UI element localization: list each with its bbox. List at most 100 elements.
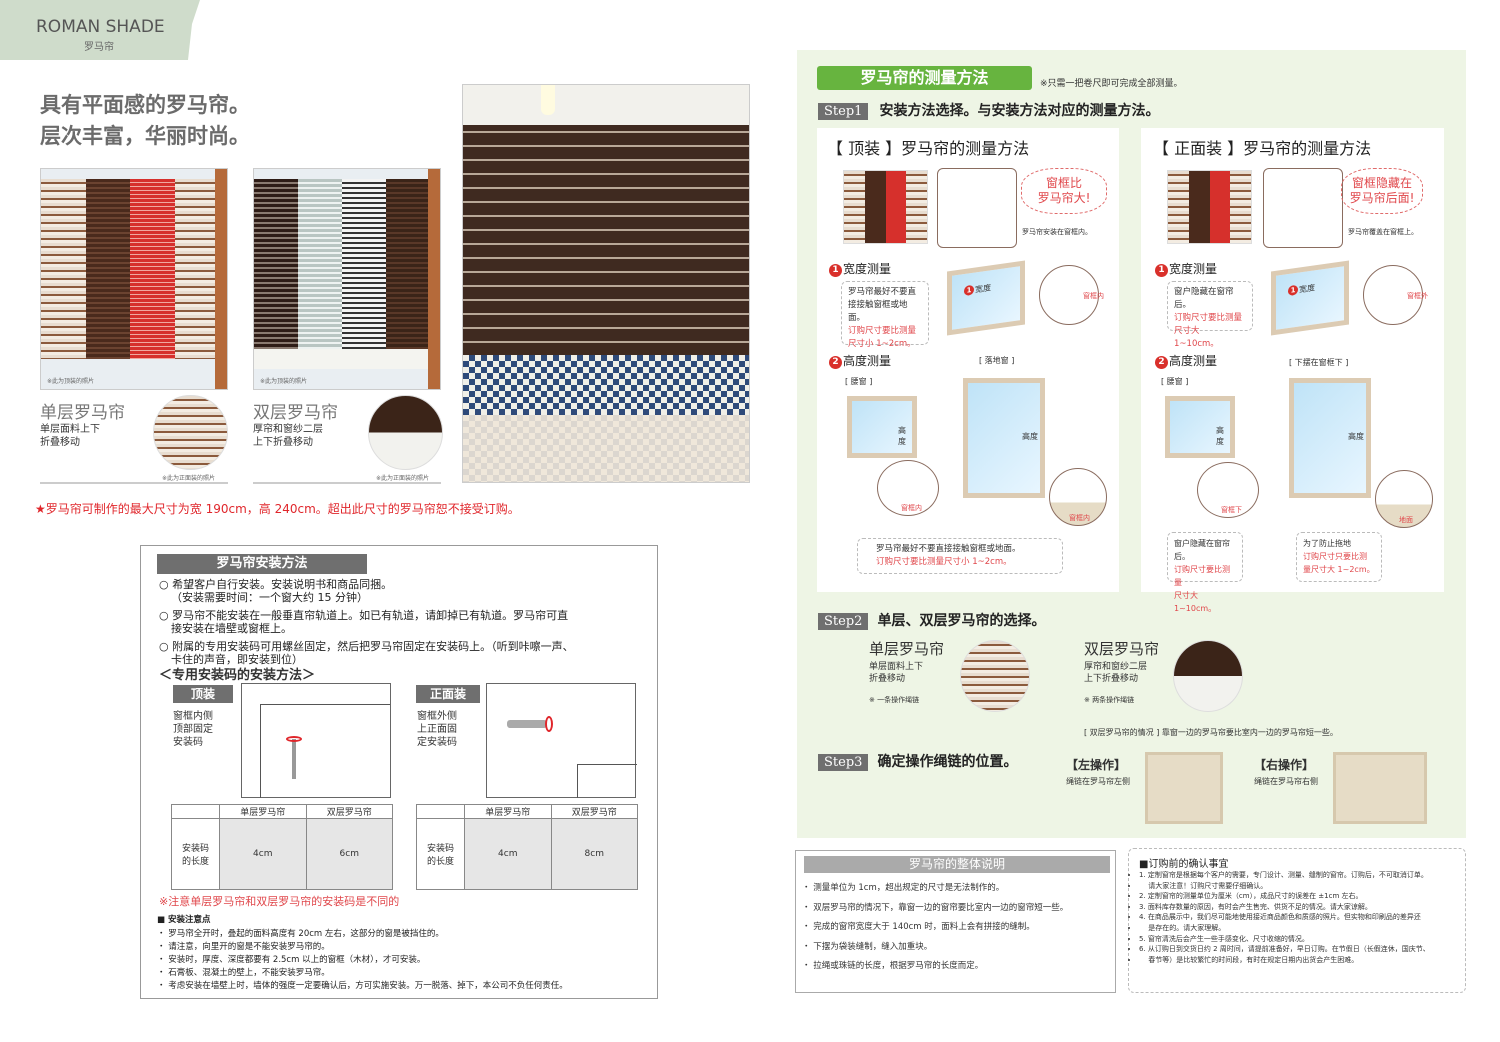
front-mount-table: 单层罗马帘双层罗马帘 安装码的长度 4cm 8cm [416, 804, 638, 890]
photo-note: ※此为顶装的照片 [47, 378, 95, 385]
step2-label: Step2 [818, 613, 869, 630]
number-2-icon: 2 [1155, 356, 1168, 369]
measure-title: 罗马帘的测量方法 [817, 66, 1032, 90]
window-type: [ 落地窗 ] [979, 356, 1015, 365]
number-1-icon: 1 [1155, 264, 1168, 277]
window-type: [ 下摆在窗框下 ] [1289, 358, 1349, 367]
headline-line: 层次丰富，华丽时尚。 [40, 124, 250, 148]
option-title: 单层罗马帘 [869, 640, 945, 658]
col-header: 双层罗马帘 [550, 804, 638, 819]
caution-item: ・ 石膏板、混凝土的壁上，不能安装罗马帘。 [157, 968, 330, 978]
zoom-label: 地面 [1399, 516, 1413, 524]
bracket-title: ＜专用安装码的安装方法＞ [159, 668, 316, 683]
caution-list: ・ 罗马帘全开时，叠起的面料高度有 20cm 左右，这部分的窗是被挡住的。 ・ … [157, 928, 568, 993]
measure-note: ※只需一把卷尺即可完成全部测量。 [1040, 79, 1183, 89]
max-size-note: ★罗马帘可制作的最大尺寸为宽 190cm，高 240cm。超出此尺寸的罗马帘恕不… [35, 502, 520, 516]
note-text: 为了防止拖地 [1303, 539, 1351, 548]
double-closeup [1173, 640, 1243, 712]
speech-bubble: 窗框比罗马帘大! [1021, 168, 1107, 214]
method-desc: 上正面固 [417, 724, 457, 735]
right-operation: 【右操作】 绳链在罗马帘右侧 [1254, 756, 1318, 787]
install-point: 接安装在墙壁或窗框上。 [171, 622, 292, 635]
bubble-text: 罗马帘后面! [1349, 191, 1415, 205]
note-red: 订购尺寸要比测量 [1174, 313, 1243, 323]
note-red: 订购尺寸要比测量 [1174, 565, 1230, 587]
overview-item: ・ 拉绳或珠链的长度，根据罗马帘的长度而定。 [802, 961, 984, 971]
number-1-icon: 1 [829, 264, 842, 277]
confirm-section: ■订购前的确认事宜 1. 定制窗帘是根据每个客户的需要，专门设计、测量、缝制的窗… [1128, 848, 1466, 993]
zoom-circle [1363, 265, 1423, 325]
bubble-text: 窗框比 [1045, 176, 1082, 190]
bracket-length: 6cm [339, 849, 359, 859]
install-point: ○ 罗马帘不能安装在一般垂直帘轨道上。如已有轨道，请卸掉已有轨道。罗马帘可直 [159, 609, 569, 622]
brand-en: ROMAN SHADE [36, 17, 165, 37]
headline: 具有平面感的罗马帘。 层次丰富，华丽时尚。 [40, 90, 250, 152]
confirm-item: 2. 定制窗帘的测量单位为厘米（cm），成品尺寸的误差在 ±1cm 左右。 [1139, 891, 1430, 902]
confirm-item: 5. 窗帘清洗后会产生一些手感变化、尺寸收缩的情况。 [1139, 934, 1430, 945]
option-desc: 折叠移动 [869, 674, 906, 684]
headline-line: 具有平面感的罗马帘。 [40, 93, 250, 117]
product-desc: 厚帘和窗纱二层 [253, 424, 323, 435]
section-title: 宽度测量 [843, 262, 892, 276]
person-illustration [1263, 168, 1343, 248]
bracket-length: 4cm [498, 849, 518, 859]
install-point: 卡住的声音，即安装到位） [171, 653, 303, 666]
zoom-label: 窗框内 [1083, 292, 1104, 300]
step1-text: 安装方法选择。与安装方法对应的测量方法。 [879, 103, 1160, 119]
confirm-title: ■订购前的确认事宜 [1139, 859, 1229, 870]
note-text: 窗户隐藏在窗帘后。 [1174, 287, 1234, 310]
overview-item: ・ 测量单位为 1cm，超出规定的尺寸是无法制作的。 [802, 883, 1005, 893]
height-label: 高度 [1022, 432, 1038, 441]
right-operation-shade [1333, 752, 1427, 824]
width-label: 宽度 [1299, 283, 1315, 295]
confirm-item: 春节等）是比较繁忙的时间段，有时在规定日期内出货会产生困难。 [1139, 955, 1430, 966]
top-mount-diagram [241, 683, 391, 798]
note-red: 尺寸小 1~2cm。 [848, 339, 916, 349]
install-point: （安装需要时间：一个窗大约 15 分钟） [171, 591, 368, 604]
height-label: 高度 [898, 426, 906, 446]
person-illustration [937, 168, 1017, 248]
height-label: 高度 [1216, 426, 1224, 446]
note-text: 窗户隐藏在窗帘后。 [1174, 539, 1230, 561]
method-desc: 安装码 [173, 737, 203, 748]
confirm-item: 3. 面料库存数量的原因，有时会产生售完、供货不足的情况。请大家谅解。 [1139, 902, 1430, 913]
install-title: 罗马帘安装方法 [157, 554, 367, 574]
method-tab-front: 正面装 [416, 685, 480, 703]
confirm-item: 1. 定制窗帘是根据每个客户的需要，专门设计、测量、缝制的窗帘。订购后，不可取消… [1139, 870, 1430, 881]
single-shade-photo: ※此为顶装的照片 [40, 168, 228, 390]
zoom-label: 窗框下 [1221, 506, 1242, 514]
section-title: 高度测量 [1169, 354, 1218, 368]
caution-item: ・ 安装时，厚度、深度都要有 2.5cm 以上的窗框（木材），才可安装。 [157, 955, 426, 965]
zoom-circle [1197, 462, 1259, 518]
zoom-circle [877, 460, 939, 516]
row-header: 的长度 [426, 857, 454, 867]
floor-window-illustration: 高度 [1289, 378, 1371, 498]
waist-window-illustration: 高度 [1165, 396, 1235, 458]
step2-text: 单层、双层罗马帘的选择。 [877, 613, 1046, 629]
note-red: 量尺寸大 1~2cm。 [1303, 565, 1375, 574]
step2-double: 双层罗马帘 厚帘和窗纱二层 上下折叠移动 ※ 两条操作绳链 [1084, 638, 1159, 705]
step3-text: 确定操作绳链的位置。 [877, 754, 1018, 770]
note-text: 接接触窗框或地面。 [848, 300, 908, 323]
option-desc: 上下折叠移动 [1084, 674, 1139, 684]
overview-title: 罗马帘的整体说明 [804, 856, 1110, 873]
zoom-label: 窗框内 [901, 504, 922, 512]
overview-item: ・ 下摆为袋装缝制，缝入加重块。 [802, 941, 933, 952]
speech-bubble: 窗框隐藏在罗马帘后面! [1341, 168, 1423, 214]
option-desc: 厚帘和窗纱二层 [1084, 662, 1148, 672]
bubble-text: 窗框隐藏在 [1351, 176, 1412, 190]
height-label: 高度 [1348, 432, 1364, 441]
confirm-item: 6. 从订购日到交货日约 2 周时间，请提前准备好，早日订购。在节假日（长假连休… [1139, 944, 1430, 955]
waist-window-illustration: 高度 [847, 396, 917, 458]
front-mount-diagram [486, 683, 637, 798]
left-operation: 【左操作】 绳链在罗马帘左侧 [1066, 756, 1130, 787]
zoom-circle [1039, 265, 1099, 325]
col-header: 双层罗马帘 [305, 804, 393, 819]
photo-note: ※此为正面装的照片 [162, 475, 216, 482]
photo-note: ※此为正面装的照片 [376, 475, 430, 482]
method-desc: 窗框外侧 [417, 711, 457, 722]
confirm-item: 4. 在商品展示中，我们尽可能地使用接近商品颜色和质感的照片。但实物和印刷品的差… [1139, 912, 1430, 923]
option-desc: 绳链在罗马帘右侧 [1254, 777, 1318, 786]
product-title: 单层罗马帘 [40, 403, 125, 423]
step2-single: 单层罗马帘 单层面料上下 折叠移动 ※ 一条操作绳链 [869, 638, 944, 705]
